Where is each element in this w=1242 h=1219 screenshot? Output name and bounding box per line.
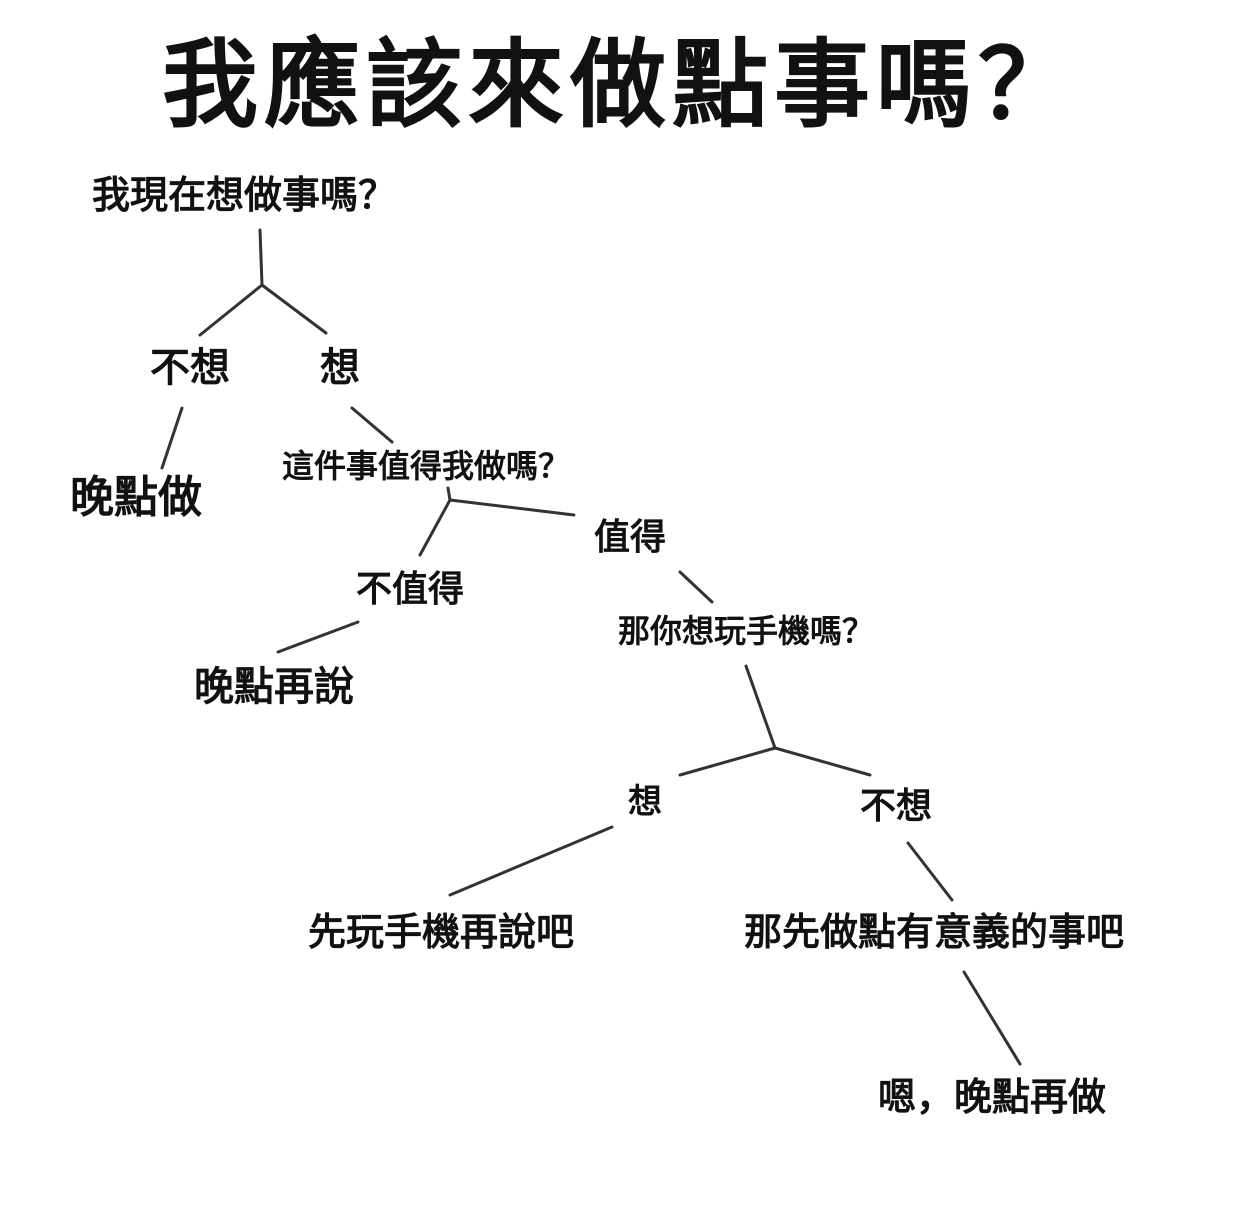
edge-root-to-no — [198, 283, 264, 337]
edge-yes-to-worth-question — [350, 406, 394, 444]
node-phone-first: 先玩手機再說吧 — [308, 910, 575, 954]
edge-worth-question-to-worth — [448, 498, 576, 517]
node-do-later: 晚點做 — [70, 472, 202, 523]
diagram-title: 我應該來做點事嗎？ — [162, 29, 1080, 141]
node-root-question: 我現在想做事嗎？ — [92, 173, 397, 217]
node-phone-want: 想 — [628, 782, 662, 822]
edge-phone-question-to-no-want — [773, 746, 872, 777]
node-phone-no-want: 不想 — [860, 786, 933, 827]
node-later-talk: 晚點再說 — [194, 664, 354, 710]
edge-root-to-yes — [260, 283, 328, 335]
edge-worth-question-stem — [446, 486, 452, 502]
edge-meaningful-to-final — [962, 970, 1022, 1066]
node-final: 嗯，晚點再做 — [878, 1075, 1107, 1119]
edge-no-want-to-meaningful — [906, 841, 954, 902]
node-meaningful: 那先做點有意義的事吧 — [744, 910, 1125, 954]
edge-phone-question-to-want — [678, 746, 777, 777]
node-no-want: 不想 — [150, 345, 230, 391]
edge-not-worth-to-later — [276, 620, 360, 654]
edge-worth-to-phone-question — [678, 570, 714, 604]
edge-no-to-later — [160, 406, 184, 470]
node-want: 想 — [320, 345, 360, 391]
node-not-worth: 不值得 — [356, 569, 465, 610]
node-worth: 值得 — [594, 517, 667, 558]
edge-root-stem — [258, 228, 264, 287]
node-phone-question: 那你想玩手機嗎？ — [618, 612, 875, 650]
node-worth-question: 這件事值得我做嗎？ — [282, 447, 571, 485]
edge-worth-question-to-not-worth — [418, 498, 452, 557]
edge-phone-question-stem — [744, 664, 777, 750]
edge-want-to-phone-first — [448, 825, 614, 897]
